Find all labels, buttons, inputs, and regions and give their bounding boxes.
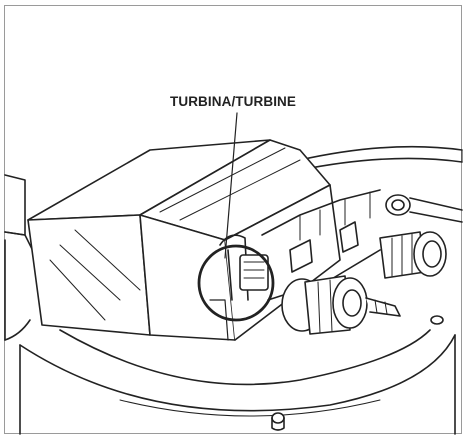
turbine-assembly (219, 189, 381, 301)
bolts (271, 315, 444, 431)
valve-housing (27, 139, 341, 341)
top-fitting (385, 194, 463, 223)
tank-rim (299, 145, 463, 171)
callout-label: TURBINA/TURBINE (170, 94, 296, 109)
base-disk (19, 329, 456, 435)
figure-frame (4, 5, 462, 434)
upper-coupling (379, 231, 447, 279)
callout-circle (197, 244, 275, 322)
lower-coupling (281, 275, 401, 335)
callout-leader-line (224, 112, 238, 259)
